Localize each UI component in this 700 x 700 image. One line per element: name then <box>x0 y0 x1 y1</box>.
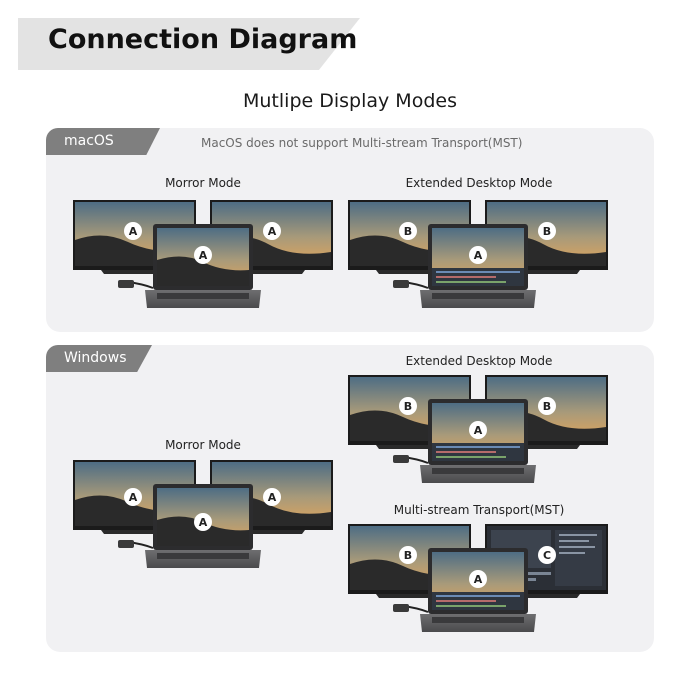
badge-left-letter: B <box>404 549 412 562</box>
macos-extended-label: Extended Desktop Mode <box>405 176 553 190</box>
laptop <box>145 224 261 308</box>
badge-right: C <box>538 546 556 564</box>
badge-left: B <box>399 546 417 564</box>
badge-left: A <box>124 488 142 506</box>
windows-extended-label: Extended Desktop Mode <box>405 354 553 368</box>
badge-right-letter: A <box>268 491 277 504</box>
badge-right: A <box>263 222 281 240</box>
windows-mirror-diagram: A A A <box>73 460 333 568</box>
badge-right: B <box>538 222 556 240</box>
badge-left-letter: B <box>404 225 412 238</box>
monitor-right <box>210 460 333 534</box>
windows-extended-diagram: B B A <box>348 375 608 483</box>
section-subtitle: Mutlipe Display Modes <box>243 90 457 112</box>
badge-left-letter: A <box>129 491 138 504</box>
badge-laptop: A <box>194 513 212 531</box>
badge-laptop-letter: A <box>474 424 483 437</box>
badge-right: A <box>263 488 281 506</box>
badge-right: B <box>538 397 556 415</box>
badge-laptop: A <box>469 570 487 588</box>
badge-laptop-letter: A <box>474 573 483 586</box>
badge-left-letter: B <box>404 400 412 413</box>
windows-mst-diagram: B C A <box>348 524 608 632</box>
windows-mirror-label: Morror Mode <box>165 438 241 452</box>
macos-tab[interactable]: macOS <box>46 128 160 155</box>
badge-right-letter: B <box>543 225 551 238</box>
badge-left: B <box>399 397 417 415</box>
badge-laptop: A <box>469 421 487 439</box>
windows-tab[interactable]: Windows <box>46 345 152 372</box>
laptop <box>420 399 536 483</box>
macos-mst-note: MacOS does not support Multi-stream Tran… <box>201 136 523 150</box>
laptop <box>420 224 536 308</box>
badge-right-letter: C <box>543 549 551 562</box>
badge-laptop: A <box>194 246 212 264</box>
header-band <box>18 18 360 70</box>
laptop <box>420 548 536 632</box>
badge-laptop-letter: A <box>199 249 208 262</box>
badge-laptop-letter: A <box>199 516 208 529</box>
badge-left: B <box>399 222 417 240</box>
badge-left: A <box>124 222 142 240</box>
badge-right-letter: A <box>268 225 277 238</box>
page-title: Connection Diagram <box>48 24 358 55</box>
badge-right-letter: B <box>543 400 551 413</box>
macos-mirror-diagram: A A A <box>73 200 333 308</box>
badge-left-letter: A <box>129 225 138 238</box>
badge-laptop-letter: A <box>474 249 483 262</box>
windows-mst-label: Multi-stream Transport(MST) <box>393 503 565 517</box>
monitor-left <box>73 200 196 274</box>
macos-extended-diagram: B B A <box>348 200 608 308</box>
macos-mirror-label: Morror Mode <box>165 176 241 190</box>
badge-laptop: A <box>469 246 487 264</box>
